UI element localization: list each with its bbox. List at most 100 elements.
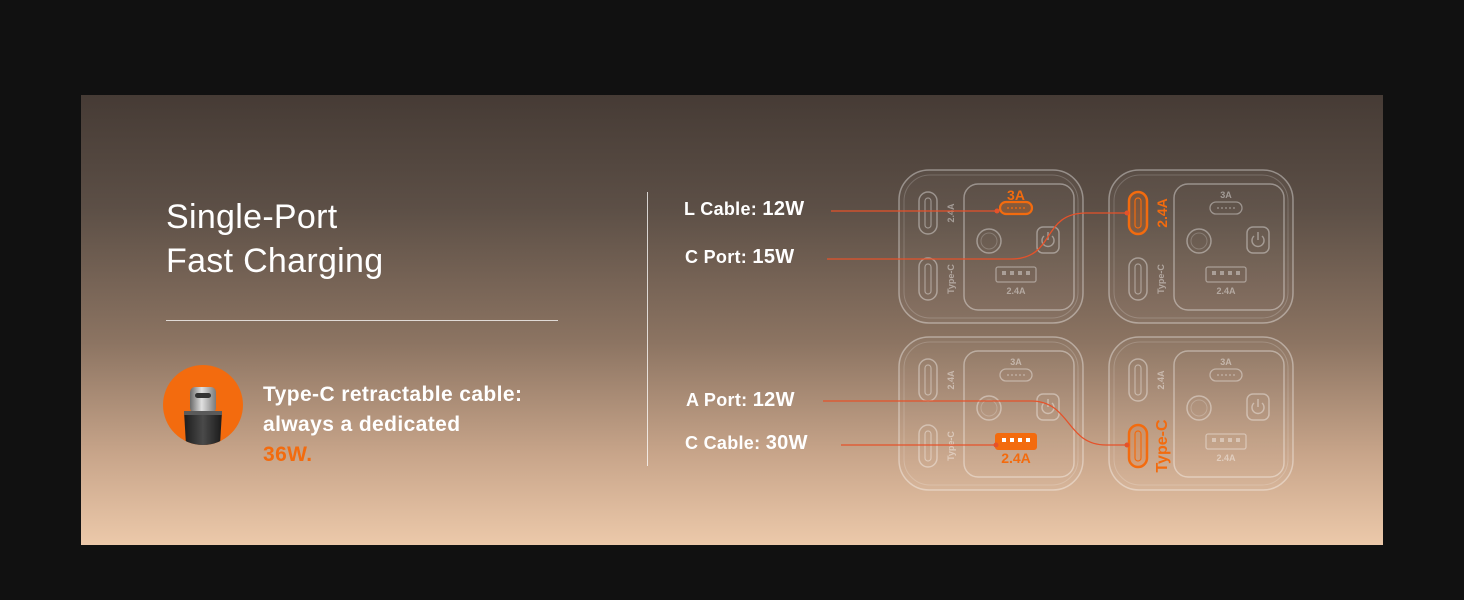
connector-a-port-dot: [1124, 442, 1130, 448]
usba-port: [995, 433, 1037, 450]
usba-port-pin: [1018, 271, 1022, 275]
usba-port-pin: [1236, 271, 1240, 275]
left-usbc-slot-bottom: [918, 257, 938, 301]
feature-line-1: Type-C retractable cable:: [263, 383, 523, 406]
left-usbc-slot-bottom-inner: [924, 430, 932, 462]
round-button-inner: [980, 399, 998, 417]
label-c-cable-name: C Cable:: [685, 433, 761, 453]
usba-rating-label: 2.4A: [1001, 450, 1031, 466]
usba-rating-label: 2.4A: [1216, 453, 1236, 463]
top-usbc-port: [1209, 368, 1243, 382]
connector-c-port: [827, 212, 1127, 260]
charger-body-inner: [903, 174, 1079, 319]
power-button: [1036, 393, 1060, 421]
label-c-port-name: C Port:: [685, 247, 748, 267]
round-button-inner: [1190, 232, 1208, 250]
usba-port-pin: [1010, 438, 1014, 442]
charger-face: [963, 183, 1075, 311]
power-icon: [1041, 402, 1055, 415]
usba-port-pin: [1212, 271, 1216, 275]
left-usbc-slot-bottom: [918, 424, 938, 468]
side-rating-label: 2.4A: [946, 203, 956, 223]
charger-port-diagram: 2.4A Type-C 3A 2.4A 2.4A Type-C 3A 2.4A 2.4A Type…: [823, 169, 1294, 491]
label-c-cable: C Cable: 30W: [685, 432, 808, 455]
side-type-c-label: Type-C: [1154, 419, 1171, 472]
charger-body: [1108, 336, 1294, 491]
connector-c-port-dot: [1124, 210, 1130, 216]
round-button-inner: [1190, 399, 1208, 417]
left-usbc-slot-top: [918, 191, 938, 235]
top-port-rating-label: 3A: [1007, 187, 1025, 203]
label-a-port-value: 12W: [752, 389, 795, 411]
charger-body: [898, 336, 1084, 491]
charger-face: [1173, 350, 1285, 478]
power-button: [1246, 226, 1270, 254]
charger-face: [963, 350, 1075, 478]
power-icon: [1041, 235, 1055, 248]
label-l-cable-name: L Cable:: [684, 199, 758, 219]
round-button: [976, 395, 1002, 421]
left-usbc-slot-top-inner: [1134, 197, 1142, 229]
connector-l-cable-dot: [994, 208, 1000, 214]
usba-port: [1205, 266, 1247, 283]
charger-body: [898, 169, 1084, 324]
left-usbc-slot-top-inner: [924, 197, 932, 229]
usba-rating-label: 2.4A: [1216, 286, 1236, 296]
charger-body: [1108, 169, 1294, 324]
usba-port-pin: [1236, 438, 1240, 442]
side-rating-label: 2.4A: [946, 370, 956, 390]
power-icon: [1251, 402, 1265, 415]
side-type-c-label: Type-C: [946, 431, 956, 461]
label-c-port: C Port: 15W: [685, 246, 794, 269]
title-line-2: Fast Charging: [166, 242, 384, 280]
usba-port-pin: [1220, 438, 1224, 442]
left-usbc-slot-top-inner: [1134, 364, 1142, 396]
power-button: [1246, 393, 1270, 421]
usba-port-pin: [1228, 271, 1232, 275]
feature-text: Type-C retractable cable: always a dedic…: [263, 380, 522, 470]
feature-line-2: always a dedicated 36W.: [263, 410, 522, 470]
section-divider: [647, 192, 648, 466]
top-usbc-port: [999, 368, 1033, 382]
label-a-port: A Port: 12W: [686, 389, 795, 412]
label-l-cable: L Cable: 12W: [684, 198, 804, 221]
left-usbc-slot-bottom-inner: [924, 263, 932, 295]
power-icon: [1251, 235, 1265, 248]
usba-port-pin: [1026, 271, 1030, 275]
title-line-1: Single-Port: [166, 198, 338, 236]
round-button: [976, 228, 1002, 254]
left-usbc-slot-bottom: [1128, 257, 1148, 301]
label-c-cable-value: 30W: [765, 432, 808, 454]
top-port-rating-label: 3A: [1010, 357, 1022, 367]
side-type-c-label: Type-C: [1156, 264, 1166, 294]
top-port-rating-label: 3A: [1220, 190, 1232, 200]
usba-port-pin: [1002, 271, 1006, 275]
usb-c-plug-icon: [163, 365, 243, 445]
charger-2: 2.4A Type-C 3A 2.4A: [1108, 169, 1294, 324]
connector-a-port: [823, 400, 1127, 446]
round-button: [1186, 228, 1212, 254]
feature-highlight-wattage: 36W.: [263, 443, 313, 466]
usba-port-pin: [1010, 271, 1014, 275]
round-button: [1186, 395, 1212, 421]
charger-body-inner: [903, 341, 1079, 486]
side-rating-label: 2.4A: [1154, 198, 1170, 228]
usba-port: [995, 266, 1037, 283]
title-divider: [166, 320, 558, 321]
usba-rating-label: 2.4A: [1006, 286, 1026, 296]
usba-port-pin: [1228, 438, 1232, 442]
left-usbc-slot-bottom-inner: [1134, 430, 1142, 462]
charger-body-inner: [1113, 174, 1289, 319]
usba-port-pin: [1220, 271, 1224, 275]
usba-port: [1205, 433, 1247, 450]
round-button-inner: [980, 232, 998, 250]
usba-port-pin: [1212, 438, 1216, 442]
left-usbc-slot-top-inner: [924, 364, 932, 396]
usba-port-pin: [1018, 438, 1022, 442]
label-l-cable-value: 12W: [762, 198, 805, 220]
top-port-rating-label: 3A: [1220, 357, 1232, 367]
power-button: [1036, 226, 1060, 254]
charger-3: 2.4A Type-C 3A 2.4A: [898, 336, 1084, 491]
